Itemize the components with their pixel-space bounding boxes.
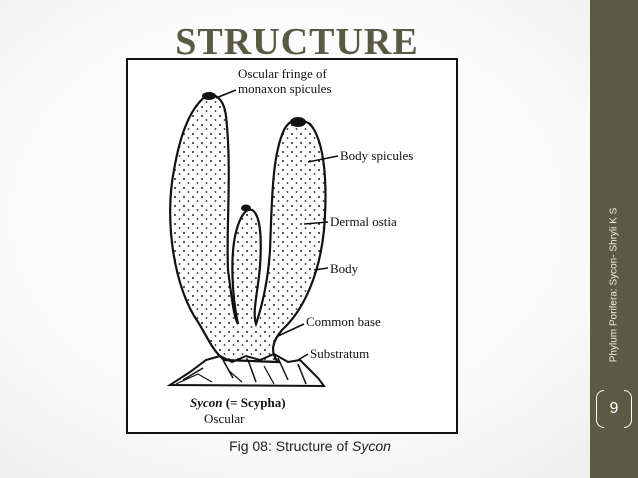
label-oscular-fringe-1: Oscular fringe of xyxy=(238,66,327,81)
sidebar-footer-text: Phylum Porifera: Sycon- Shryli K S xyxy=(589,200,638,370)
bracket-right-icon xyxy=(624,390,632,428)
label-body-spicules: Body spicules xyxy=(340,148,413,163)
figure-caption: Fig 08: Structure of Sycon xyxy=(200,438,420,454)
sycon-diagram: Oscular fringe of monaxon spicules Body … xyxy=(166,66,413,426)
label-common-base: Common base xyxy=(306,314,381,329)
label-oscular-fringe-2: monaxon spicules xyxy=(238,81,332,96)
osculum-fringe-bud xyxy=(241,204,251,212)
label-oscular-note: Oscular xyxy=(204,411,245,426)
label-substratum: Substratum xyxy=(310,346,369,361)
label-species-line: Sycon (= Scypha) xyxy=(190,395,286,410)
sidebar-footer-label: Phylum Porifera: Sycon- Shryli K S xyxy=(608,207,620,363)
sycon-figure: Oscular fringe of monaxon spicules Body … xyxy=(126,58,458,434)
page-number: 9 xyxy=(609,400,619,417)
label-dermal-ostia: Dermal ostia xyxy=(330,214,397,229)
osculum-fringe-left xyxy=(202,92,216,100)
page-number-badge: 9 xyxy=(596,390,632,428)
slide-title: STRUCTURE xyxy=(175,21,419,63)
sidebar xyxy=(590,0,638,478)
caption-prefix: Fig 08: Structure of xyxy=(229,438,353,454)
caption-species: Sycon xyxy=(352,438,391,454)
osculum-fringe-right xyxy=(290,117,306,127)
pointer-lines xyxy=(215,89,339,361)
label-body: Body xyxy=(330,261,359,276)
bracket-left-icon xyxy=(596,390,604,428)
label-species: Sycon xyxy=(190,395,223,410)
sponge-body xyxy=(169,93,327,364)
label-synonym: (= Scypha) xyxy=(223,395,286,410)
